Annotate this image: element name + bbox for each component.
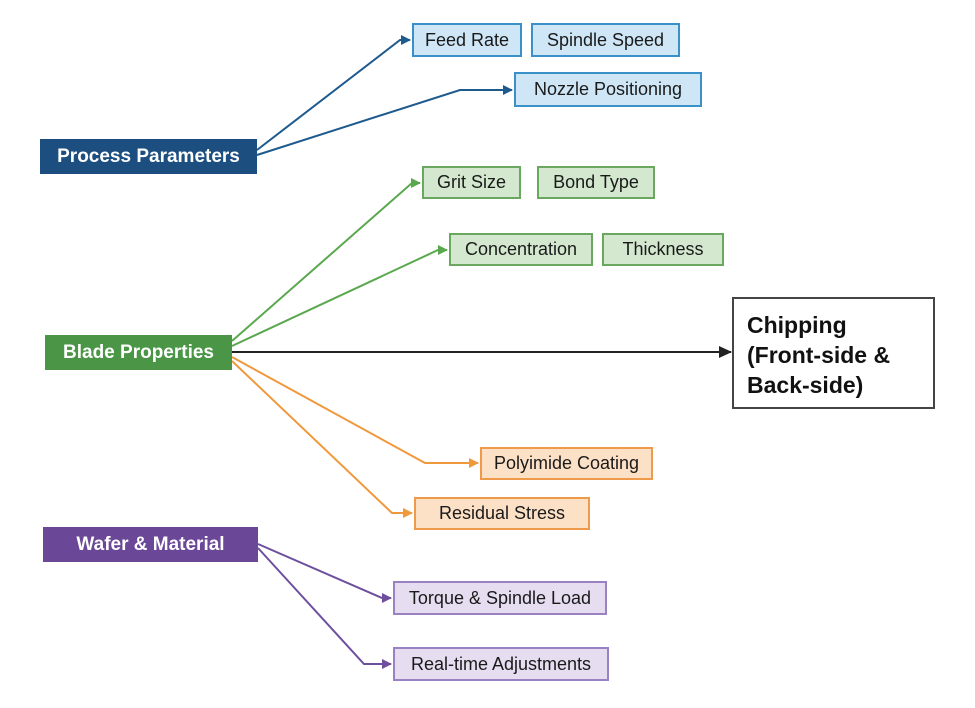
factor-polyimide-coating: Polyimide Coating xyxy=(480,447,653,480)
factor-residual-stress: Residual Stress xyxy=(414,497,590,530)
category-process-parameters: Process Parameters xyxy=(40,139,257,174)
factor-nozzle-positioning: Nozzle Positioning xyxy=(514,72,702,107)
factor-bond-type: Bond Type xyxy=(537,166,655,199)
outcome-line-2: (Front-side & xyxy=(747,342,891,368)
factor-realtime-adjustments: Real-time Adjustments xyxy=(393,647,609,681)
connector-blade-grit-size xyxy=(231,178,421,342)
factor-spindle-speed: Spindle Speed xyxy=(531,23,680,57)
factor-concentration: Concentration xyxy=(449,233,593,266)
connector-blade-residual-stress xyxy=(231,360,413,518)
connector-blade-polyimide xyxy=(231,356,479,468)
connector-process-feed-rate xyxy=(256,35,411,151)
factor-grit-size: Grit Size xyxy=(422,166,521,199)
outcome-line-1: Chipping xyxy=(747,312,847,338)
category-wafer-material: Wafer & Material xyxy=(43,527,258,562)
connector-blade-concentration xyxy=(231,245,448,347)
connector-wafer-realtime xyxy=(257,547,392,669)
factor-thickness: Thickness xyxy=(602,233,724,266)
connector-process-nozzle xyxy=(256,85,513,156)
factor-feed-rate: Feed Rate xyxy=(412,23,522,57)
connector-wafer-torque xyxy=(257,543,392,603)
factor-torque-spindle-load: Torque & Spindle Load xyxy=(393,581,607,615)
category-blade-properties: Blade Properties xyxy=(45,335,232,370)
outcome-line-3: Back-side) xyxy=(747,372,864,398)
outcome-chipping: Chipping (Front-side & Back-side) xyxy=(732,297,935,409)
